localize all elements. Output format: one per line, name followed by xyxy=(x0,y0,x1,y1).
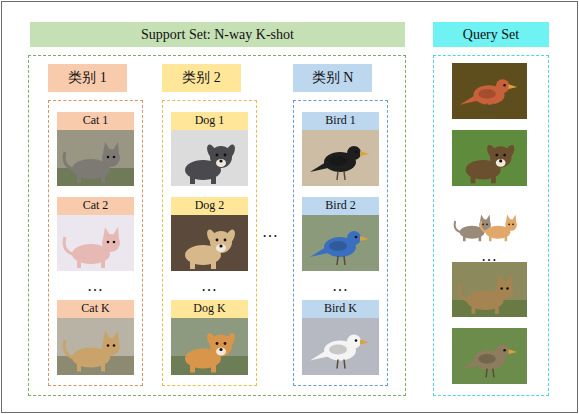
header-text: 类别 2 xyxy=(182,70,221,85)
header-band: 类别 2 xyxy=(162,64,241,92)
sample-label: Cat 2 xyxy=(57,197,134,215)
sample-label: Bird 2 xyxy=(302,197,379,215)
sample-name: Dog K xyxy=(193,302,225,315)
sample-name: Cat 2 xyxy=(83,199,109,212)
sample-name: Dog 2 xyxy=(195,199,225,212)
sample-name: Bird K xyxy=(324,302,357,315)
dashed-frame xyxy=(28,55,406,396)
bird-photo xyxy=(302,215,379,271)
sample-label: Dog 1 xyxy=(171,112,248,130)
sample-name: Cat K xyxy=(81,302,109,315)
query-photo xyxy=(452,63,527,119)
sample-name: Dog 1 xyxy=(195,114,225,127)
header-text: 类别 N xyxy=(312,70,354,85)
ellipsis-holder: … xyxy=(332,277,348,295)
query-photo xyxy=(452,196,527,251)
sample-name: Bird 1 xyxy=(325,114,355,127)
ellipsis-label: … xyxy=(481,247,497,264)
header-text: Query Set xyxy=(463,27,519,42)
header-band: 类别 1 xyxy=(48,64,127,92)
cat-photo xyxy=(57,130,134,186)
ellipsis-label: … xyxy=(87,277,103,294)
dashed-frame xyxy=(48,100,143,386)
query-set-box: Query Set xyxy=(433,20,549,396)
category-box: 类别 2 Dog 1 Dog 2 Dog K xyxy=(162,64,257,386)
sample-label: Bird K xyxy=(302,300,379,318)
category-box: 类别 1 Cat 1 Cat 2 Cat K xyxy=(48,64,143,386)
header-text: Support Set: N-way K-shot xyxy=(141,27,294,42)
sample-label: Cat 1 xyxy=(57,112,134,130)
category-box: 类别 N Bird 1 Bird 2 Bird K xyxy=(293,64,388,386)
dashed-frame xyxy=(433,55,549,396)
bird-photo xyxy=(302,130,379,186)
support-set-box: Support Set: N-way K-shot 类别 1 Cat 1 Cat 2 C… xyxy=(28,20,406,396)
ellipsis-label: … xyxy=(332,277,348,294)
query-photo xyxy=(452,262,527,317)
sample-label: Dog 2 xyxy=(171,197,248,215)
sample-name: Bird 2 xyxy=(325,199,355,212)
ellipsis-holder: … xyxy=(201,277,217,295)
ellipsis-holder: … xyxy=(87,277,103,295)
query-photo xyxy=(452,328,527,384)
ellipsis-holder: … xyxy=(262,223,278,241)
ellipsis-holder: … xyxy=(481,247,497,265)
dashed-frame xyxy=(162,100,257,386)
header-band: Support Set: N-way K-shot xyxy=(30,22,405,47)
header-text: 类别 1 xyxy=(68,70,107,85)
ellipsis-label: … xyxy=(262,223,278,240)
header-band: Query Set xyxy=(433,22,549,47)
sample-label: Dog K xyxy=(171,300,248,318)
sample-label: Bird 1 xyxy=(302,112,379,130)
dashed-frame xyxy=(293,100,388,386)
dog-photo xyxy=(171,130,248,186)
ellipsis-label: … xyxy=(201,277,217,294)
dog-photo xyxy=(171,215,248,271)
dog-photo xyxy=(171,318,248,375)
sample-name: Cat 1 xyxy=(83,114,109,127)
cat-photo xyxy=(57,215,134,271)
cat-photo xyxy=(57,318,134,375)
bird-photo xyxy=(302,318,379,375)
sample-label: Cat K xyxy=(57,300,134,318)
query-photo xyxy=(452,130,527,186)
header-band: 类别 N xyxy=(293,64,372,92)
